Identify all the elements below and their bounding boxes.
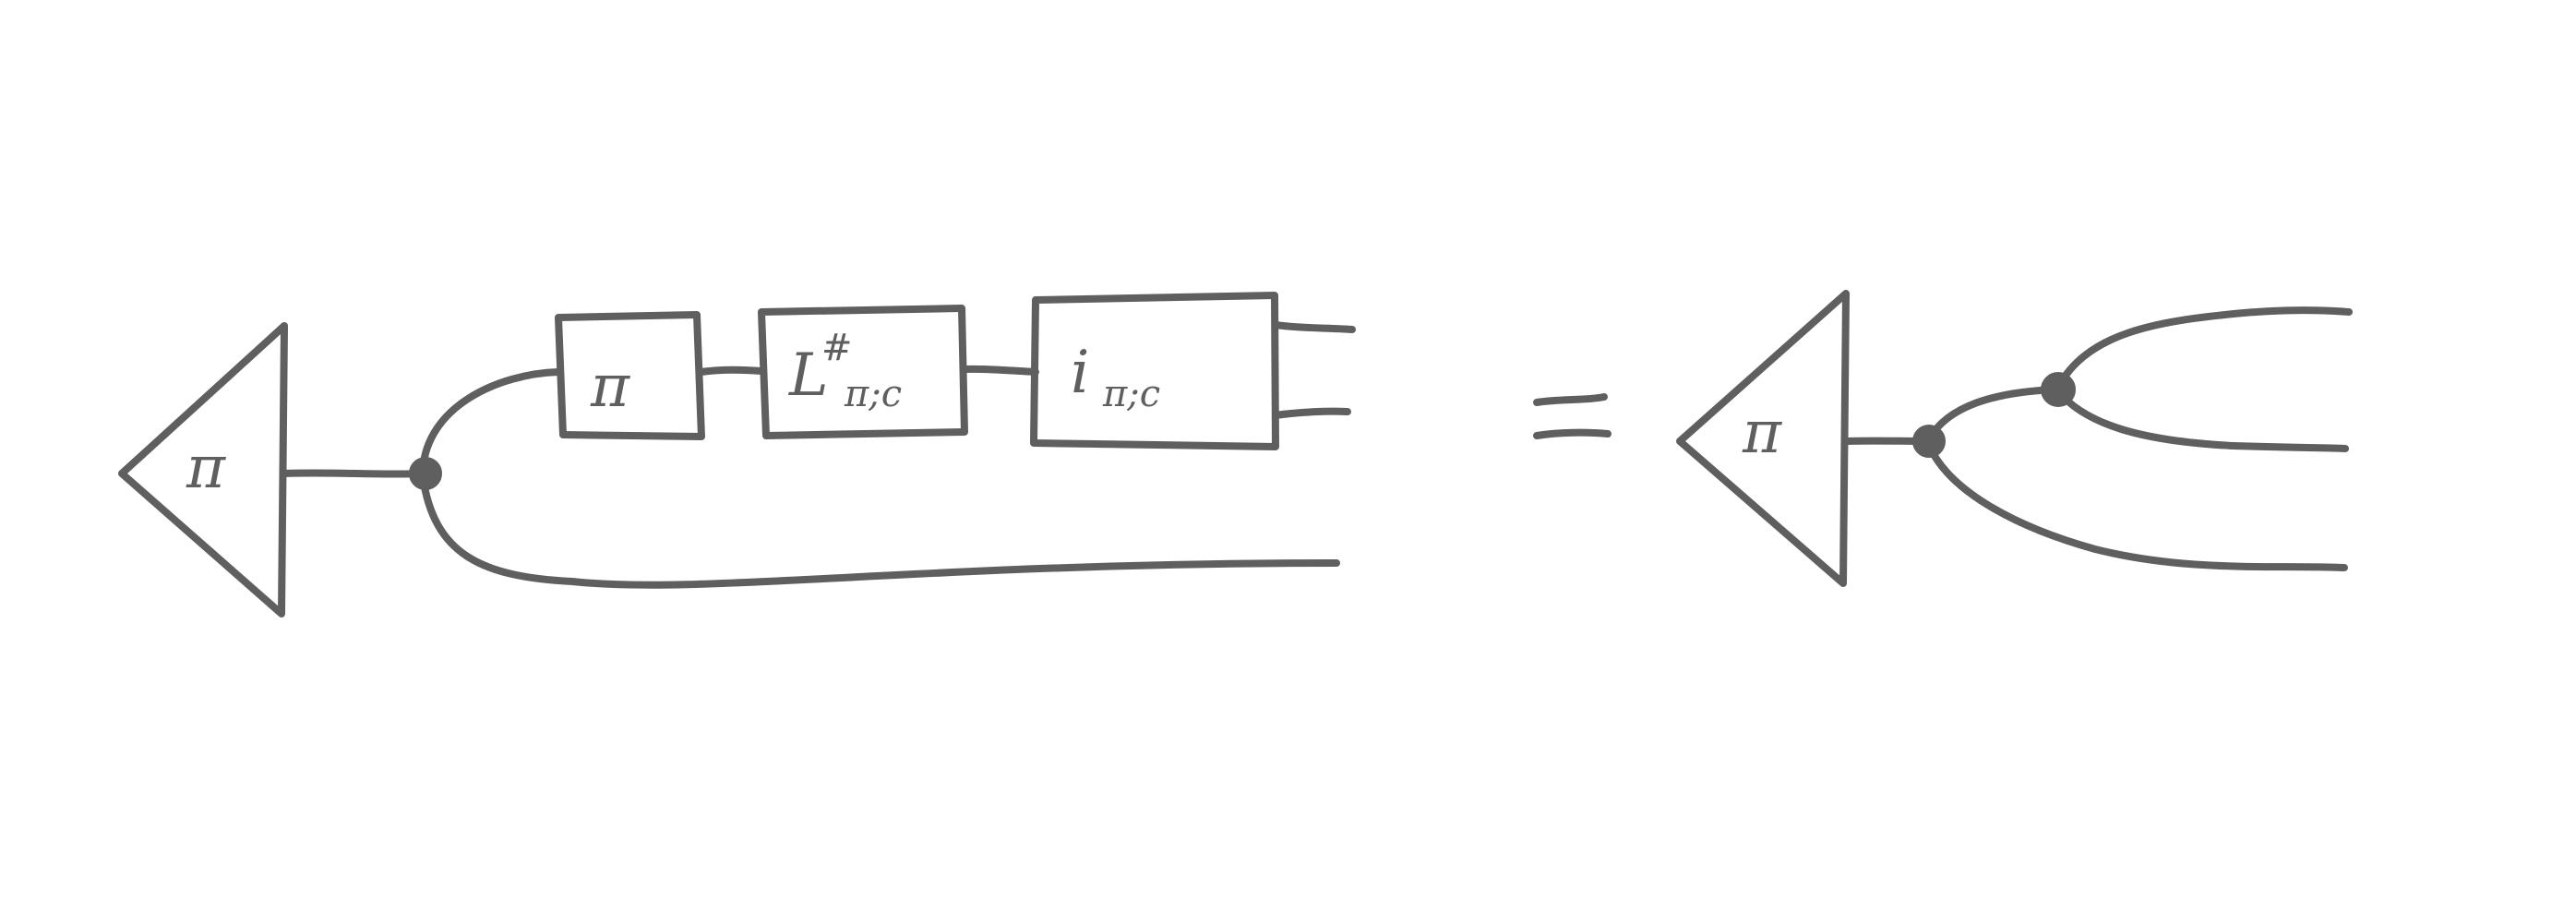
lhs-box-2 <box>758 305 968 439</box>
lhs-wire-box2-to-box3 <box>961 365 1039 376</box>
lhs-wire-box3-output-top <box>1272 321 1356 333</box>
lhs-box-3-prefix: i <box>1071 339 1089 407</box>
rhs-state-label: π <box>1742 399 1782 467</box>
rhs-wire-upper-output <box>2055 306 2353 391</box>
lhs-wire-lower-output <box>419 473 1340 589</box>
rhs-diagram: π <box>1676 290 2353 587</box>
rhs-wire-lower-output <box>1925 441 2348 571</box>
lhs-box-3 <box>1030 292 1279 450</box>
lhs-box-1-label: π <box>590 353 630 421</box>
equals-sign <box>1533 393 1611 439</box>
lhs-wire-copy-to-box1 <box>419 368 562 474</box>
lhs-box-1 <box>555 311 705 440</box>
lhs-wire-box1-to-box2 <box>698 366 765 376</box>
lhs-state-triangle <box>118 322 288 617</box>
equals-bar-top <box>1533 393 1608 406</box>
lhs-state-label: π <box>186 434 226 502</box>
rhs-wire-copy-1-to-copy-2 <box>1925 386 2058 443</box>
lhs-diagram: π π L # π;c i π;c <box>118 292 1356 617</box>
lhs-box-2-subscript: π;c <box>844 373 902 415</box>
lhs-box-2-superscript: # <box>821 327 853 369</box>
rhs-wire-middle-output <box>2055 388 2349 452</box>
lhs-box-2-prefix: L <box>788 342 829 410</box>
lhs-wire-box3-output-bottom <box>1272 407 1351 419</box>
lhs-box-3-subscript: π;c <box>1102 373 1160 415</box>
equals-bar-bottom <box>1533 428 1611 439</box>
